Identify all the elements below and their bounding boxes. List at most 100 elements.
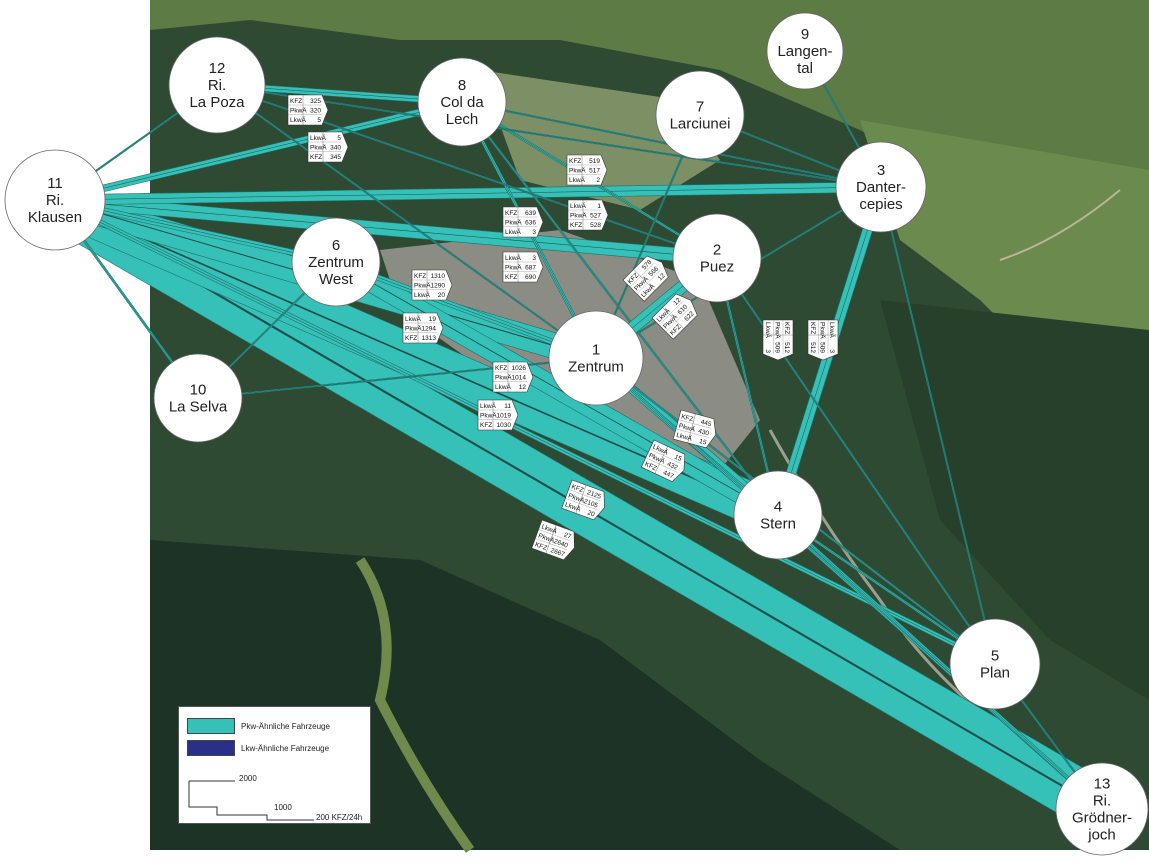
tag-label: KFZ — [405, 335, 417, 342]
tag-value: 509 — [819, 342, 826, 353]
node-label-line: Ri. — [208, 77, 226, 94]
tag-label: PkwÄ — [819, 322, 827, 339]
tag-value: 1030 — [497, 422, 512, 429]
tag-value: 2667 — [549, 547, 565, 559]
tag-value: 528 — [590, 222, 601, 229]
tag-value: 11 — [504, 403, 511, 410]
tag-label: LkwÄ — [505, 228, 522, 236]
tag-label: KFZ — [414, 273, 426, 280]
tag-label: LkwÄ — [310, 134, 327, 142]
tag-value: 527 — [590, 213, 601, 220]
tag-value: 3 — [764, 349, 771, 353]
tag-value: 320 — [310, 108, 321, 115]
tag-value: 20 — [438, 292, 446, 299]
tag-value: 19 — [429, 316, 437, 323]
tag-value: 690 — [525, 274, 536, 281]
node-label-line: 9 — [801, 26, 809, 43]
tag-label: PkwÄ — [480, 412, 497, 420]
legend-pkw-label: Pkw-Ähnliche Fahrzeuge — [241, 721, 330, 731]
node-label-line: tal — [797, 60, 813, 77]
node-label-line: Puez — [700, 259, 734, 276]
node-label-line: Ri. — [46, 192, 64, 209]
tag-value: 12 — [657, 272, 667, 282]
tag-label: KFZ — [569, 158, 581, 165]
node-label-line: La Poza — [189, 94, 245, 111]
tag-value: 1310 — [431, 273, 446, 280]
tag-value: 509 — [774, 342, 781, 353]
node-label-line: 13 — [1094, 776, 1111, 793]
tag-value: 5 — [337, 135, 341, 142]
tag-label: PkwÄ — [414, 282, 431, 290]
node-label-line: 7 — [696, 99, 704, 116]
lkw-swatch — [187, 740, 235, 756]
tag-value: 1019 — [497, 413, 512, 420]
node-label-line: Plan — [980, 665, 1010, 682]
node-label-line: West — [319, 271, 354, 288]
tag-label: PkwÄ — [495, 374, 512, 382]
tag-label: KFZ — [505, 274, 517, 281]
tag-value: 2640 — [553, 538, 569, 550]
legend: Pkw-Ähnliche Fahrzeuge Lkw-Ähnliche Fahr… — [178, 706, 371, 824]
tag-label: PkwÄ — [505, 219, 522, 227]
node-label-line: Zentrum — [308, 254, 364, 271]
tag-value: 445 — [700, 419, 713, 429]
tag-value: 3 — [532, 229, 536, 236]
scale-200: 200 KFZ/24h — [316, 813, 363, 822]
tag-value: 519 — [589, 158, 600, 165]
node-label-line: joch — [1087, 827, 1116, 844]
scale-bracket — [188, 780, 314, 821]
tag-label: KFZ — [480, 422, 492, 429]
tag-value: 1 — [597, 203, 601, 210]
node-label-line: 8 — [458, 77, 466, 94]
tag-label: LkwÄ — [570, 202, 587, 210]
tag-label: KFZ — [570, 484, 584, 495]
tag-value: 517 — [589, 168, 600, 175]
tag-label: KFZ — [570, 222, 582, 229]
tag-value: 447 — [662, 469, 675, 480]
node-label-line: Danter- — [856, 179, 906, 196]
tag-label: LkwÄ — [505, 254, 522, 262]
tag-label: PkwÄ — [569, 167, 586, 175]
node-label-line: 11 — [47, 175, 63, 192]
tag-label: PkwÄ — [290, 107, 307, 115]
node-label-line: Col da — [440, 94, 484, 111]
tag-value: 512 — [783, 342, 790, 353]
tag-value: 687 — [525, 265, 536, 272]
tag-value: 340 — [330, 145, 341, 152]
tag-label: KFZ — [495, 365, 507, 372]
tag-label: LkwÄ — [828, 322, 836, 339]
node-label-line: Grödner- — [1072, 810, 1132, 827]
legend-lkw: Lkw-Ähnliche Fahrzeuge — [187, 739, 329, 757]
legend-lkw-label: Lkw-Ähnliche Fahrzeuge — [241, 743, 330, 753]
legend-pkw: Pkw-Ähnliche Fahrzeuge — [187, 717, 330, 735]
tag-value: 636 — [525, 220, 536, 227]
tag-value: 1294 — [422, 326, 437, 333]
tag-label: PkwÄ — [310, 144, 327, 152]
tag-label: KFZ — [809, 322, 816, 334]
node-label-line: 5 — [991, 648, 999, 665]
tag-value: 639 — [525, 210, 536, 217]
tag-label: PkwÄ — [570, 212, 587, 220]
